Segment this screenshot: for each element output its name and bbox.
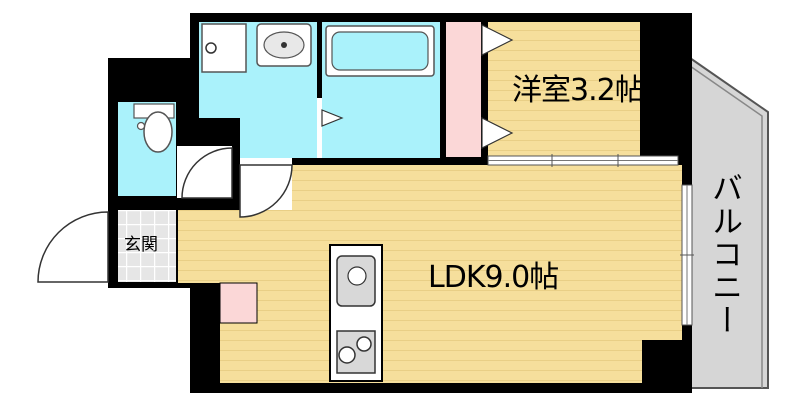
western-room-floor [488,22,640,160]
ldk-door [239,164,293,218]
ldk-label: LDK9.0帖 [428,260,559,295]
toilet-fixture [133,103,175,153]
bathtub [325,25,435,77]
entrance-label: 玄関 [124,235,158,255]
closet [446,22,481,157]
entrance-tile [118,210,176,282]
kitchen-counter [329,244,383,382]
bathroom-door [317,98,344,158]
closet-doors [481,24,514,149]
western-room-label: 洋室3.2帖 [512,73,645,108]
washing-machine-pan [201,23,247,73]
washroom-lower [240,118,317,158]
ldk-floor [178,165,682,383]
toilet-door [181,147,233,199]
washbasin [256,23,312,67]
entrance-door [37,211,109,283]
storage-box [219,282,258,324]
balcony-label: バルコニー [706,172,742,337]
sliding-window-ldk [680,184,694,326]
sliding-window-room [487,154,679,167]
